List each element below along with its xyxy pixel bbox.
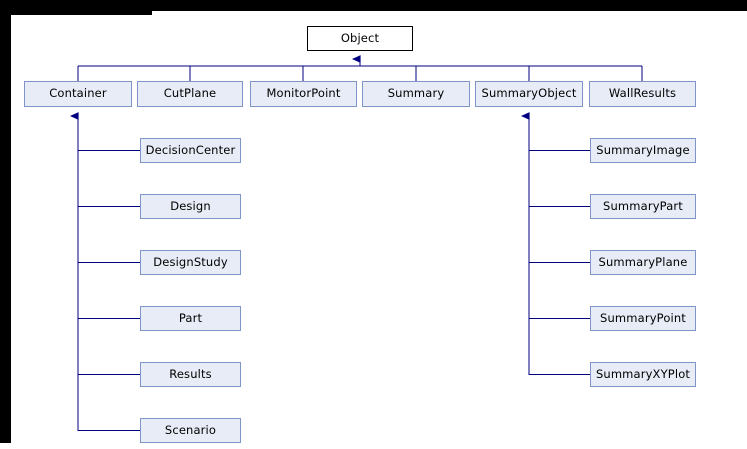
class-node-object[interactable]: Object	[307, 26, 413, 51]
class-node-summaryplane[interactable]: SummaryPlane	[590, 250, 696, 275]
class-node-designstudy[interactable]: DesignStudy	[140, 250, 241, 275]
class-node-container[interactable]: Container	[24, 81, 132, 107]
class-node-label: Object	[340, 30, 380, 45]
class-node-label: SummaryPoint	[600, 310, 686, 325]
class-node-results[interactable]: Results	[140, 362, 241, 387]
class-node-label: DecisionCenter	[145, 142, 236, 157]
chrome-band-left	[0, 15, 11, 443]
class-node-label: Part	[178, 310, 203, 325]
class-node-label: SummaryPlane	[598, 254, 688, 269]
class-node-design[interactable]: Design	[140, 194, 241, 219]
class-node-label: MonitorPoint	[266, 86, 341, 101]
class-node-scenario[interactable]: Scenario	[140, 418, 241, 443]
class-node-label: Results	[169, 366, 212, 381]
chrome-band-top-left	[0, 0, 152, 15]
class-node-label: Container	[49, 86, 107, 101]
class-node-cutplane[interactable]: CutPlane	[137, 81, 243, 107]
class-node-label: CutPlane	[163, 86, 217, 101]
class-node-label: Summary	[387, 86, 445, 101]
class-node-label: DesignStudy	[153, 254, 228, 269]
class-node-label: Scenario	[164, 422, 217, 437]
class-node-part[interactable]: Part	[140, 306, 241, 331]
class-node-summaryxyplot[interactable]: SummaryXYPlot	[590, 362, 696, 387]
class-node-summaryobject[interactable]: SummaryObject	[475, 81, 583, 107]
class-node-decisioncenter[interactable]: DecisionCenter	[140, 138, 241, 163]
chrome-band-top-right	[152, 0, 747, 11]
class-node-summaryimage[interactable]: SummaryImage	[590, 138, 696, 163]
class-node-label: WallResults	[608, 86, 677, 101]
class-node-summarypart[interactable]: SummaryPart	[590, 194, 696, 219]
class-node-summary[interactable]: Summary	[362, 81, 470, 107]
class-node-label: SummaryObject	[481, 86, 577, 101]
class-node-label: SummaryPart	[603, 198, 683, 213]
class-node-label: SummaryImage	[596, 142, 690, 157]
class-node-label: SummaryXYPlot	[595, 366, 691, 381]
class-node-label: Design	[170, 198, 211, 213]
class-node-summarypoint[interactable]: SummaryPoint	[590, 306, 696, 331]
class-node-wallresults[interactable]: WallResults	[589, 81, 696, 107]
class-node-monitorpoint[interactable]: MonitorPoint	[250, 81, 357, 107]
